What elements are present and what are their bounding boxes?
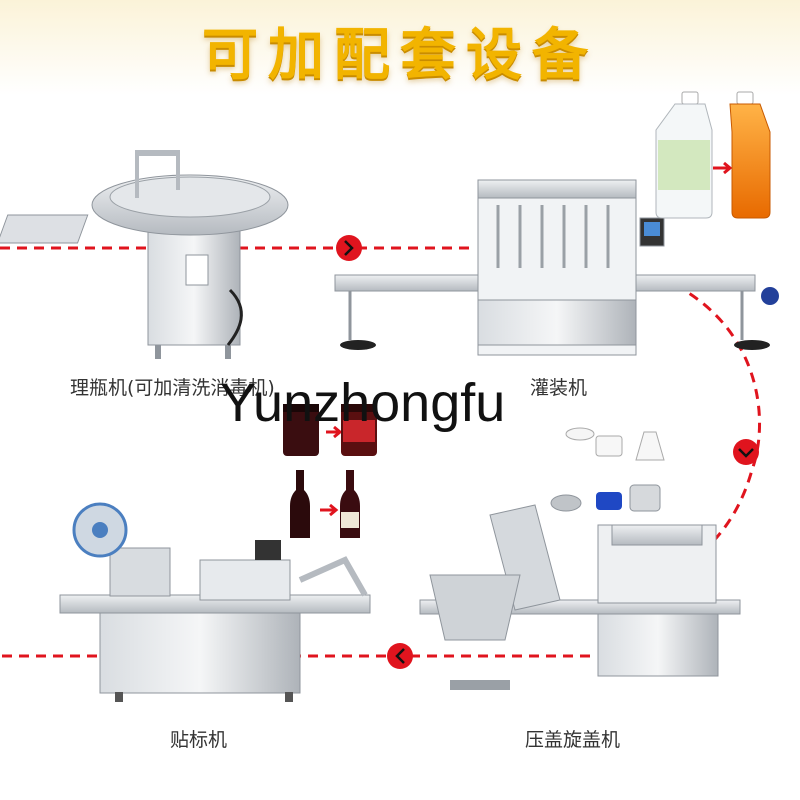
bottle-sorter-label: 理瓶机(可加清洗消毒机) xyxy=(70,377,275,399)
filler-label: 灌装机 xyxy=(530,377,588,399)
page-title: 可加配套设备 xyxy=(202,23,598,88)
watermark-text: Yunzhongfu xyxy=(220,373,506,433)
title-band xyxy=(0,0,800,95)
arrow-left-icon xyxy=(387,643,413,669)
filling-machine xyxy=(334,179,779,356)
arrow-down-icon xyxy=(733,439,759,465)
caps-example xyxy=(550,427,665,512)
bottle-sorter-machine xyxy=(0,150,289,359)
bottle-filling-example xyxy=(655,91,771,219)
labeling-machine xyxy=(59,502,371,702)
labeling-example xyxy=(283,404,377,538)
capping-machine xyxy=(419,504,741,690)
labeler-label: 贴标机 xyxy=(170,729,228,751)
arrow-right-icon xyxy=(336,235,362,261)
capper-label: 压盖旋盖机 xyxy=(525,729,621,751)
